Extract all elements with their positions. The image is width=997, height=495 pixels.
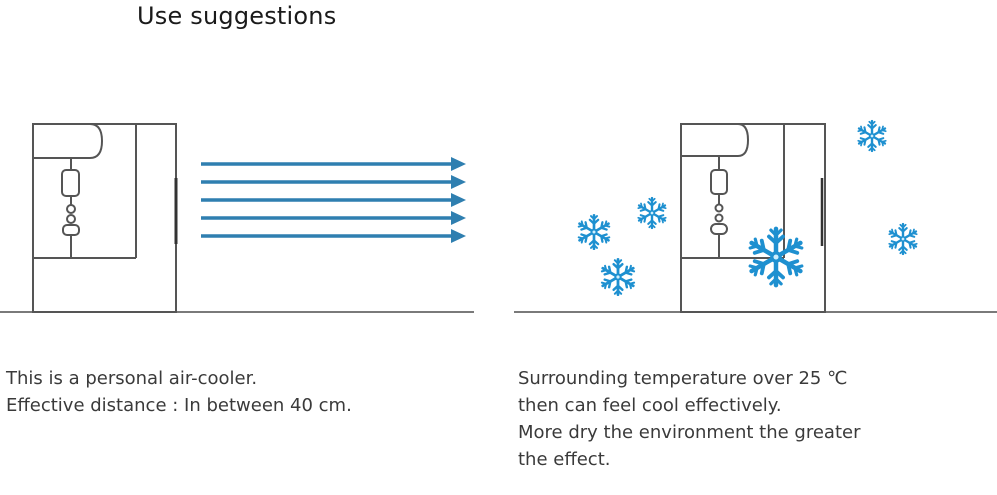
page-title: Use suggestions [137,2,337,30]
ground-line-left [0,311,474,313]
description-line: Surrounding temperature over 25 ℃ [518,368,848,389]
description-line: the effect. [518,449,611,470]
left-description: This is a personal air-cooler. Effective… [6,365,352,419]
description-line: then can feel cool effectively. [518,395,782,416]
air-cooler-illustration-right [680,123,826,313]
right-description: Surrounding temperature over 25 ℃ then c… [518,365,861,473]
description-line: Effective distance : In between 40 cm. [6,395,352,416]
snowflake-icon [744,225,808,289]
description-line: This is a personal air-cooler. [6,368,258,389]
air-cooler-illustration-left [32,123,178,313]
description-line: More dry the environment the greater [518,422,861,443]
snowflake-icon [886,222,920,256]
snowflake-icon [575,213,613,251]
snowflake-icon [635,196,669,230]
snowflake-icon [855,119,889,153]
snowflake-icon [598,257,638,297]
airflow-arrows [201,157,466,243]
